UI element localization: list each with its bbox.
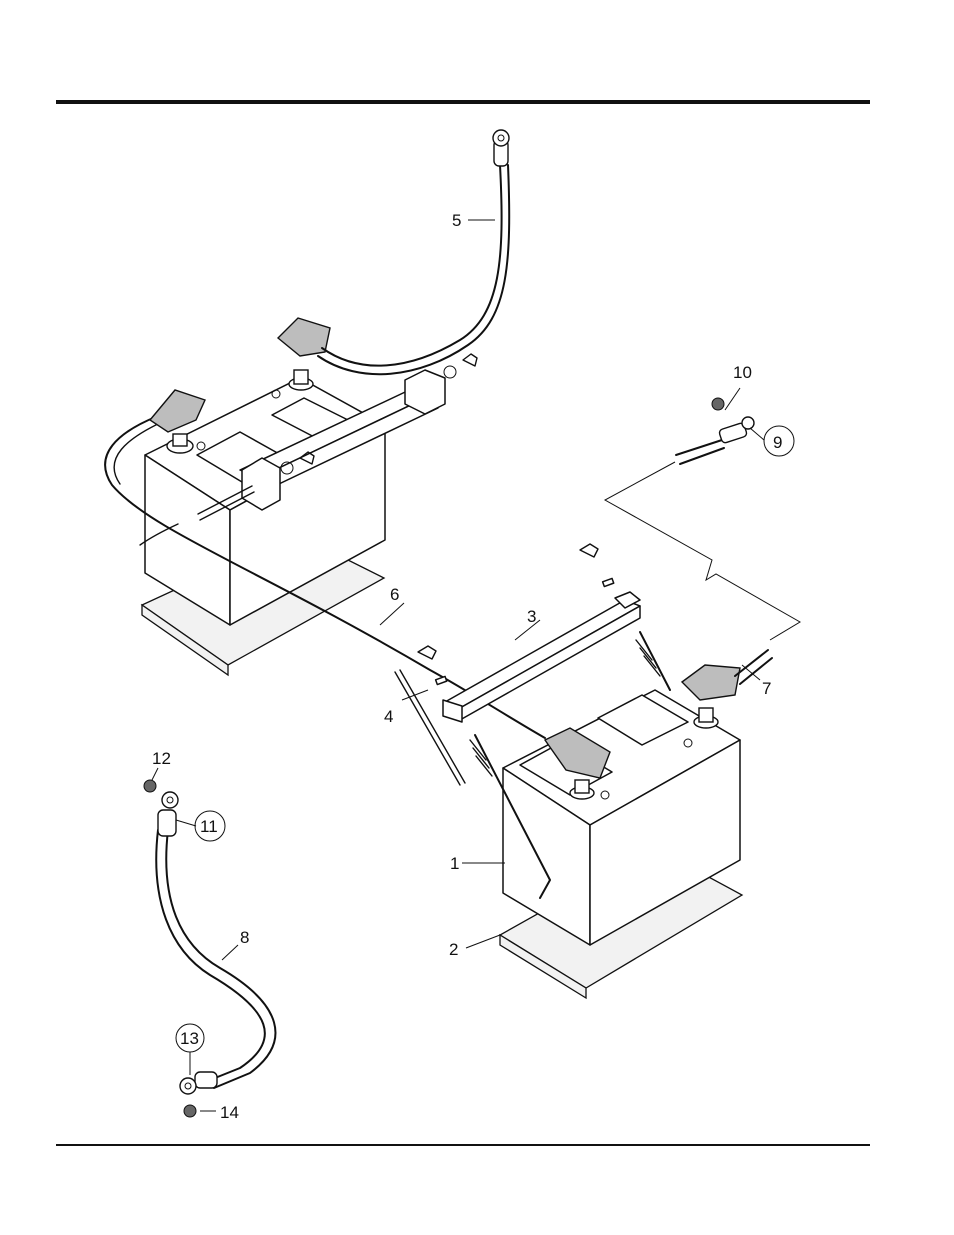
callout-7: 7 [762, 679, 771, 698]
j-bolt-rear [636, 632, 670, 690]
cable-8 [156, 792, 275, 1094]
hatched-strip-4 [395, 672, 460, 785]
terminal-clamp-left-a [150, 390, 205, 432]
callout-14: 14 [220, 1103, 239, 1122]
callout-4: 4 [384, 707, 393, 726]
callout-3: 3 [527, 607, 536, 626]
callout-9: 9 [773, 433, 782, 452]
callout-12: 12 [152, 749, 171, 768]
terminal-clamp-left-b [278, 318, 330, 356]
terminal-clamp-right-b [682, 665, 740, 700]
leader-lines [152, 220, 764, 1111]
callout-6: 6 [390, 585, 399, 604]
nut-14-icon [184, 1105, 196, 1117]
nut-12-icon [144, 780, 156, 792]
callout-8: 8 [240, 928, 249, 947]
callout-2: 2 [449, 940, 458, 959]
cable-5 [318, 130, 509, 374]
callout-10: 10 [733, 363, 752, 382]
callout-5: 5 [452, 211, 461, 230]
nut-10-icon [712, 398, 724, 410]
callout-11: 11 [200, 817, 218, 836]
hold-down-bar-3 [418, 544, 640, 722]
callout-13: 13 [180, 1029, 199, 1048]
callout-1: 1 [450, 854, 459, 873]
lead-9 [676, 417, 754, 464]
